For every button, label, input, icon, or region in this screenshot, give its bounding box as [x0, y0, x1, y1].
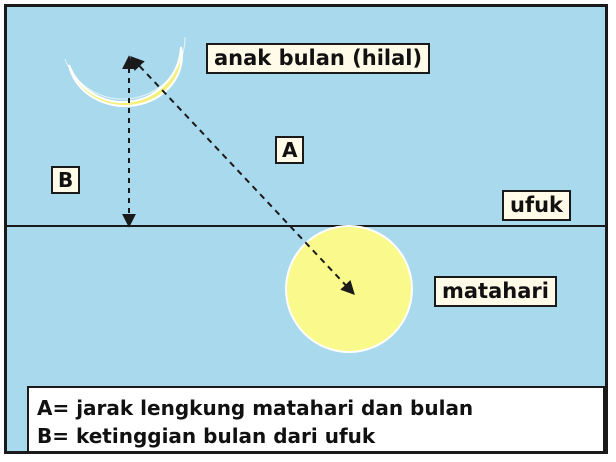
legend-line-a: A= jarak lengkung matahari dan bulan	[37, 396, 474, 420]
diagram-canvas	[7, 36, 605, 353]
crescent-moon	[68, 46, 183, 108]
diagram-frame: anak bulan (hilal) A B ufuk matahari A= …	[4, 4, 608, 454]
arrow-a-moon-to-sun	[130, 55, 355, 296]
label-a: A	[275, 136, 305, 164]
label-hilal: anak bulan (hilal)	[206, 43, 431, 74]
legend-line-b: B= ketinggian bulan dari ufuk	[37, 424, 376, 448]
label-ufuk: ufuk	[502, 190, 572, 221]
legend-box: A= jarak lengkung matahari dan bulan B= …	[27, 386, 605, 451]
sun-circle	[285, 225, 413, 353]
label-matahari: matahari	[434, 276, 557, 307]
label-b: B	[51, 166, 81, 194]
